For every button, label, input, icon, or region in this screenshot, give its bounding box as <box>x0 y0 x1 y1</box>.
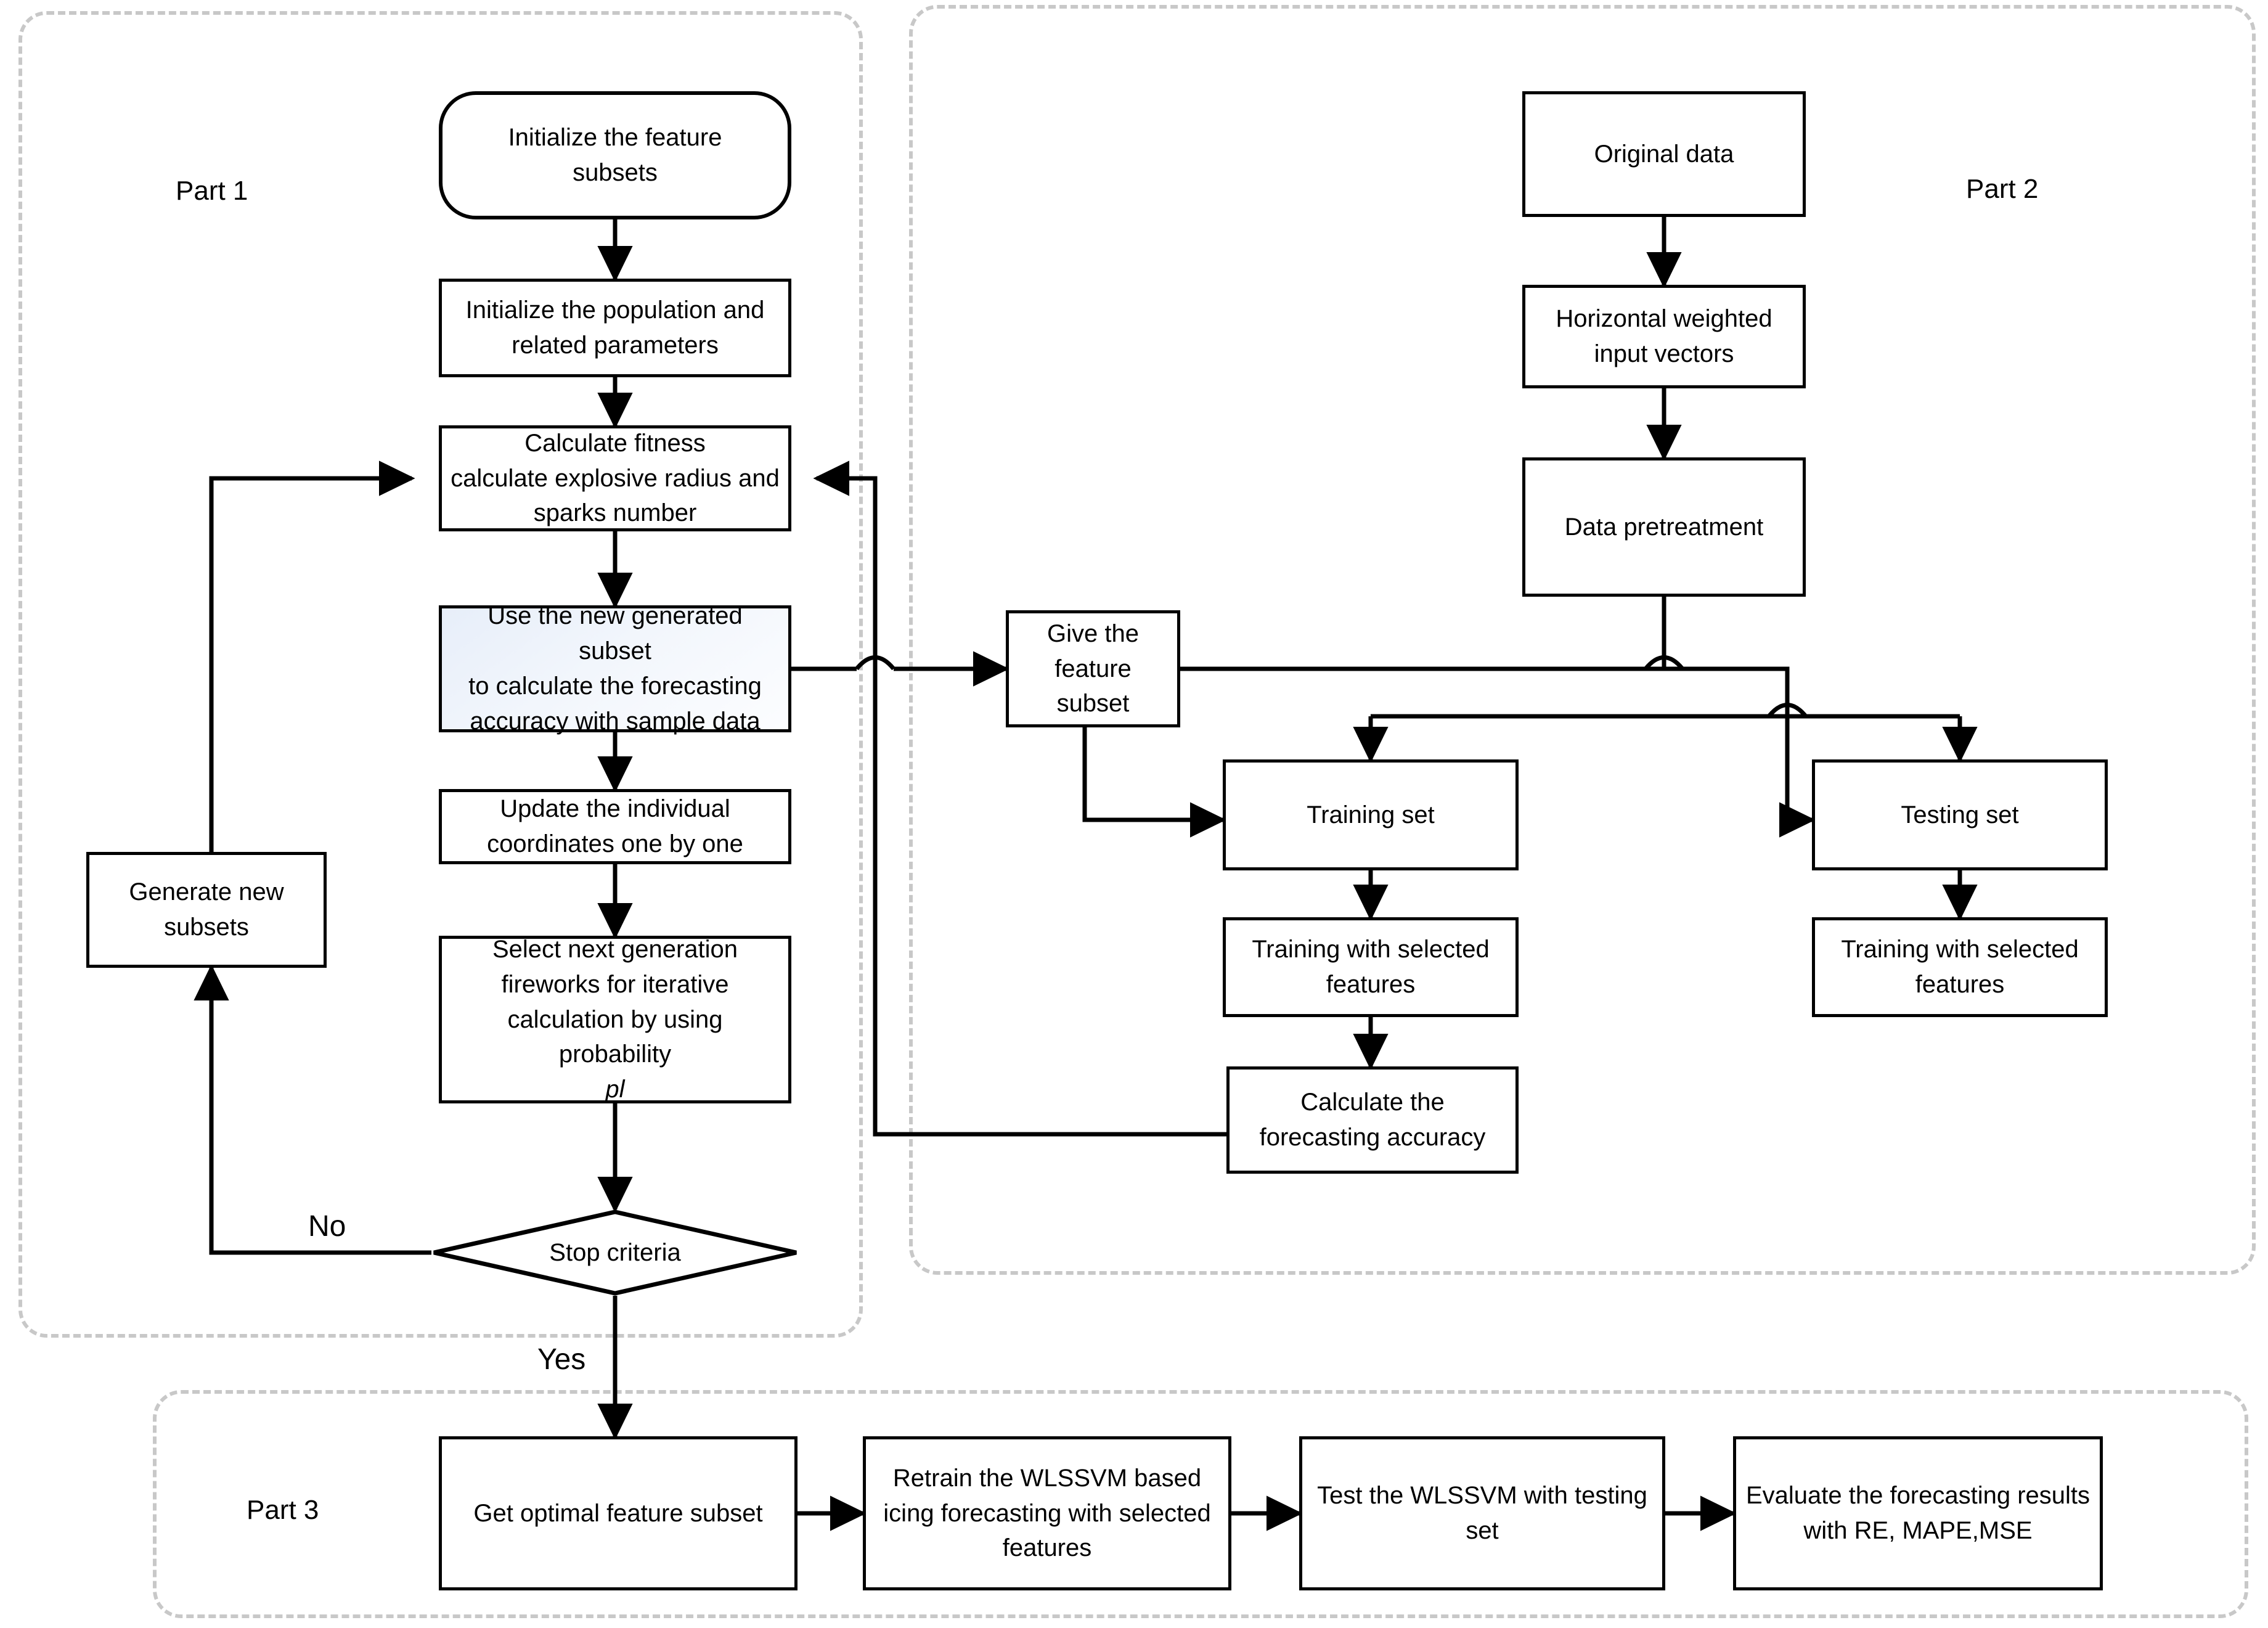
node-give-the-feature-subset[interactable]: Give the feature subset <box>1006 610 1180 727</box>
node-get-optimal-feature-subset[interactable]: Get optimal feature subset <box>439 1436 797 1590</box>
node-initialize-feature-subsets[interactable]: Initialize the feature subsets <box>439 91 791 219</box>
edge-label-yes: Yes <box>537 1343 586 1376</box>
node-use-new-generated-subset[interactable]: Use the new generated subset to calculat… <box>439 602 791 735</box>
node-initialize-population[interactable]: Initialize the population and related pa… <box>439 279 791 377</box>
group-label-part1: Part 1 <box>176 176 248 206</box>
node-training-with-selected-features-right[interactable]: Training with selected features <box>1812 917 2108 1017</box>
node-stop-criteria-label: Stop criteria <box>549 1238 681 1266</box>
node-data-pretreatment[interactable]: Data pretreatment <box>1522 457 1806 597</box>
node-select-next-generation-text: Select next generation fireworks for ite… <box>492 936 738 1068</box>
node-select-next-generation-symbol: pl <box>605 1076 625 1103</box>
node-training-set[interactable]: Training set <box>1223 759 1519 870</box>
node-generate-new-subsets[interactable]: Generate new subsets <box>86 852 327 968</box>
decision-diamond-shape <box>433 1209 797 1296</box>
node-update-individual-coordinates[interactable]: Update the individual coordinates one by… <box>439 789 791 864</box>
node-stop-criteria[interactable]: Stop criteria <box>431 1209 799 1296</box>
node-training-with-selected-features-left[interactable]: Training with selected features <box>1223 917 1519 1017</box>
node-retrain-wlssvm[interactable]: Retrain the WLSSVM based icing forecasti… <box>863 1436 1231 1590</box>
node-horizontal-weighted-input-vectors[interactable]: Horizontal weighted input vectors <box>1522 285 1806 388</box>
node-original-data[interactable]: Original data <box>1522 91 1806 217</box>
node-select-next-generation[interactable]: Select next generation fireworks for ite… <box>439 936 791 1103</box>
node-calculate-forecasting-accuracy[interactable]: Calculate the forecasting accuracy <box>1226 1066 1519 1174</box>
group-label-part2: Part 2 <box>1966 174 2039 204</box>
node-test-wlssvm[interactable]: Test the WLSSVM with testing set <box>1299 1436 1665 1590</box>
edge-label-no: No <box>308 1210 346 1243</box>
node-evaluate-results[interactable]: Evaluate the forecasting results with RE… <box>1733 1436 2103 1590</box>
group-label-part3: Part 3 <box>247 1495 319 1525</box>
node-testing-set[interactable]: Testing set <box>1812 759 2108 870</box>
node-calculate-fitness[interactable]: Calculate fitness calculate explosive ra… <box>439 425 791 531</box>
